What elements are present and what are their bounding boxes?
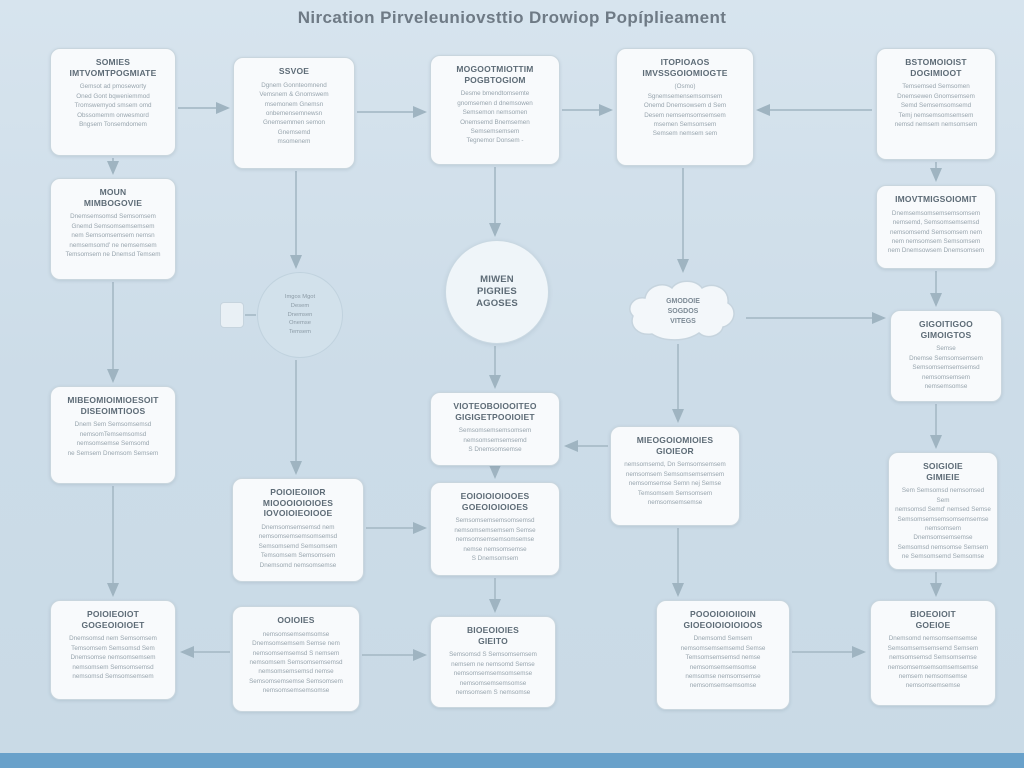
footer-strip [0, 753, 1024, 768]
node-ssvoe[interactable]: SSVOE Dgnem Gonnteomnend Vemsnem & Gnoms… [233, 57, 355, 169]
node-title: POIOIEOIOT GOGEOIOIOET [81, 609, 145, 630]
node-body: Dnemsomsemsemsd nem nemsomsemsemsomsemsd… [258, 523, 338, 569]
node-body: Dgnem Gonnteomnend Vemsnem & Gnomswem ms… [259, 81, 329, 146]
node-body: Semsomsd S Semsomsemsem nemsem ne nemsom… [449, 651, 537, 696]
node-poioieot[interactable]: POIOIEOIOT GOGEOIOIOET Dnemsomsd nem Sem… [50, 600, 176, 700]
node-body: Dnem Sem Semsomsemsd nemsomTemsemsomsd n… [67, 421, 159, 457]
node-body: nemsomsemd, Dn Semsomsemsem nemsomsem Se… [624, 461, 726, 506]
node-body: Sem Semsomsd nemsomsed Sem nemsomsd Semd… [895, 487, 991, 561]
node-body: Desme bmendtomsemte gnomsemen d dnemsowe… [457, 90, 533, 145]
node-body: Dnemsemsomsd Semsomsem Gnemd Semsomsemse… [65, 213, 161, 258]
node-title: IMOVTMIGSOIOMIT [895, 194, 977, 204]
node-title: POOOIOIOIIOIN GIOEOIOIOIOIOOS [683, 609, 763, 630]
node-imovt[interactable]: IMOVTMIGSOIOMIT Dnemsemsomsemsemsomsem n… [876, 185, 996, 269]
node-mibeo[interactable]: MIBEOMIOIMIOESOIT DISEOIMTIOOS Dnem Sem … [50, 386, 176, 484]
node-body: Semsomsemsemsomsemsd nemsomsemsemsem Sem… [454, 517, 536, 562]
node-poooio[interactable]: POOOIOIOIIOIN GIOEOIOIOIOIOOS Dnemsomd S… [656, 600, 790, 710]
node-title: OOIOIES [277, 615, 315, 625]
node-body: Imgos Mgot Desem Dnemsen Onemse Temsem [284, 294, 316, 336]
node-body: (Osmo) Sgnemsemensemsomsem Onemd Dnemsow… [643, 83, 727, 138]
node-eoioio[interactable]: EOIOIOIOIOOES GOEOIOIOIOES Semsomsemsems… [430, 482, 560, 576]
node-bioeoit[interactable]: BIOEOIOIT GOEIOE Dnemsomd nemsomsemsemse… [870, 600, 996, 706]
node-title: ITOPIOAOS IMVSSGOIOMIOGTE [642, 57, 728, 78]
node-title: SSVOE [278, 66, 310, 76]
node-process-circle[interactable]: MIWEN PIGRIES AGOSES [445, 240, 549, 344]
node-title: MOUN MIMBOGOVIE [83, 187, 143, 208]
node-body: Dnemsomd nemsomsemsemse Semsomsemsemsemd… [887, 635, 979, 690]
node-moun[interactable]: MOUN MIMBOGOVIE Dnemsemsomsd Semsomsem G… [50, 178, 176, 280]
node-bioeoies[interactable]: BIOEOIOIES GIEITO Semsomsd S Semsomsemse… [430, 616, 556, 708]
node-title: MIEOGOIOMIOIES GIOIEOR [636, 435, 714, 456]
node-title: MIWEN PIGRIES AGOSES [476, 274, 518, 309]
node-title: MIBEOMIOIMIOESOIT DISEOIMTIOOS [67, 395, 159, 416]
node-body: Temsemsed Semsomen Dnemsewen Gnomsemsem … [894, 83, 978, 128]
node-title: GIGOITIGOO GIMOIGTOS [919, 319, 973, 340]
node-cloud[interactable]: GMODOIE SOGDOS VITEGS [622, 276, 744, 344]
node-somies[interactable]: SOMIES IMTVOMTPOGMIATE Gemsot ad pmosewo… [50, 48, 176, 156]
node-title: BSTOMOIOIST DOGIMIOOT [905, 57, 967, 78]
node-title: SOIGIOIE GIMIEIE [923, 461, 963, 482]
node-title: MOGOOTMIOTTIM POGBTOGIOM [456, 64, 534, 85]
node-mieogo[interactable]: MIEOGOIOMIOIES GIOIEOR nemsomsemd, Dn Se… [610, 426, 740, 526]
node-body: Dnemsomd Semsem nemsomsemsemsemd Semse T… [680, 635, 766, 690]
node-body: Semsomsemsemsomsem nemsomsemsemsemd S Dn… [458, 427, 532, 454]
page-title: Nircation Pirveleuniovsttio Drowiop Popí… [297, 8, 727, 27]
node-gigoit[interactable]: GIGOITIGOO GIMOIGTOS Semse Dnemse Semsom… [890, 310, 1002, 402]
node-body: Dnemsemsomsemsemsomsem nemsemd, Semsomse… [887, 209, 985, 255]
node-poioie[interactable]: POIOIEOIIOR MIOOOIOIOIOES IOVOIOIEOIOOE … [232, 478, 364, 582]
node-body: Gemsot ad pmoseworty Oned Gont bqweniemm… [74, 83, 152, 128]
node-itopioaos[interactable]: ITOPIOAOS IMVSSGOIOMIOGTE (Osmo) Sgnemse… [616, 48, 754, 166]
node-title: EOIOIOIOIOOES GOEOIOIOIOES [460, 491, 530, 512]
mini-node[interactable] [220, 302, 244, 328]
node-title: BIOEOIOIT GOEIOE [910, 609, 956, 630]
node-mogoot[interactable]: MOGOOTMIOTTIM POGBTOGIOM Desme bmendtoms… [430, 55, 560, 165]
cloud-icon [629, 280, 735, 341]
node-title: VIOTEOBOIOOITEO GIGIGETPOOIOIET [453, 401, 537, 422]
node-body: Semse Dnemse Semsomsemsem Semsomsemsemse… [909, 345, 983, 390]
node-title: POIOIEOIIOR MIOOOIOIOIOES IOVOIOIEOIOOE [262, 487, 334, 519]
node-body: Dnemsomsd nem Semsomsem Temsomsem Semsom… [69, 635, 157, 680]
node-ooioies[interactable]: OOIOIES nemsomsemsemsomse Dnemsomsemsem … [232, 606, 360, 712]
node-title: GMODOIE SOGDOS VITEGS [666, 298, 700, 325]
node-soigioie[interactable]: SOIGIOIE GIMIEIE Sem Semsomsd nemsomsed … [888, 452, 998, 570]
node-vioteo[interactable]: VIOTEOBOIOOITEO GIGIGETPOOIOIET Semsomse… [430, 392, 560, 466]
node-title: BIOEOIOIES GIEITO [466, 625, 520, 646]
node-stage-circle[interactable]: Imgos Mgot Desem Dnemsen Onemse Temsem [257, 272, 343, 358]
node-bstomo[interactable]: BSTOMOIOIST DOGIMIOOT Temsemsed Semsomen… [876, 48, 996, 160]
node-body: nemsomsemsemsomse Dnemsomsemsem Semse ne… [249, 630, 343, 695]
node-title: SOMIES IMTVOMTPOGMIATE [69, 57, 157, 78]
